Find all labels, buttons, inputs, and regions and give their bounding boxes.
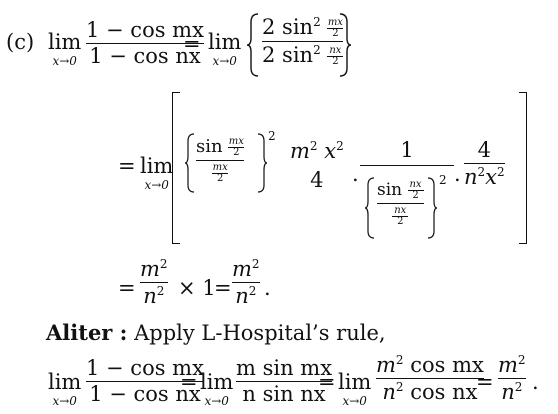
m2-over-n2-fraction: m2 n2 (140, 257, 168, 308)
sin-nx-over-nx-fraction: sin nx 2 nx 2 (377, 179, 424, 227)
right-brace (339, 13, 352, 77)
m2-over-n2-fraction: m2 n2 (232, 257, 260, 308)
times-one: × 1 (178, 276, 216, 300)
m2-over-n2-fraction: m2 n2 (498, 353, 526, 404)
exponent-2: 2 (268, 129, 276, 143)
equals-sign: = (183, 32, 201, 56)
4-over-n2x2-fraction: 4 n2x2 (464, 138, 505, 189)
aliter-text: Apply L-Hospital’s rule, (134, 321, 386, 345)
limit-operator: lim x→0 (338, 370, 372, 409)
fraction-1-cos-ratio: 1 − cos mx 1 − cos nx (86, 356, 204, 406)
right-brace (427, 177, 438, 239)
sin-mx-over-mx-fraction: sin mx 2 mx 2 (196, 135, 245, 184)
right-brace (257, 133, 268, 193)
half-angle-fraction: 2 sin2 mx 2 2 sin2 nx 2 (262, 15, 344, 67)
period: . (532, 370, 539, 394)
aliter-line: Aliter : Apply L-Hospital’s rule, (46, 322, 386, 344)
limit-operator: lim x→0 (48, 30, 82, 69)
fraction-1-cos-ratio: 1 − cos mx 1 − cos nx (86, 18, 204, 68)
limit-operator: lim x→0 (208, 30, 242, 69)
dot-operator: . (454, 162, 461, 186)
equals-sign: = (118, 276, 136, 300)
equals-sign: = (118, 154, 136, 178)
equals-sign: = (180, 370, 198, 394)
left-brace (246, 13, 259, 77)
part-label: (c) (6, 30, 35, 54)
limit-operator: lim x→0 (200, 370, 234, 409)
dot-operator: . (352, 162, 359, 186)
period: . (264, 276, 271, 300)
exponent-2: 2 (439, 173, 447, 187)
equals-sign: = (476, 370, 494, 394)
aliter-label: Aliter : (46, 320, 128, 345)
reciprocal-fraction: 1 (360, 140, 454, 166)
left-brace (184, 133, 195, 193)
equals-sign: = (318, 370, 336, 394)
second-derivative-fraction: m2 cos mx n2 cos nx (376, 353, 484, 404)
equals-sign: = (214, 276, 232, 300)
limit-operator: lim x→0 (140, 154, 174, 193)
limit-operator: lim x→0 (48, 370, 82, 409)
left-brace (364, 177, 375, 239)
derivative-fraction: m sin mx n sin nx (236, 356, 333, 406)
left-bracket (172, 92, 180, 244)
m2x2-over-4-fraction: m2 x2 4 (290, 139, 344, 192)
right-bracket (519, 92, 527, 244)
